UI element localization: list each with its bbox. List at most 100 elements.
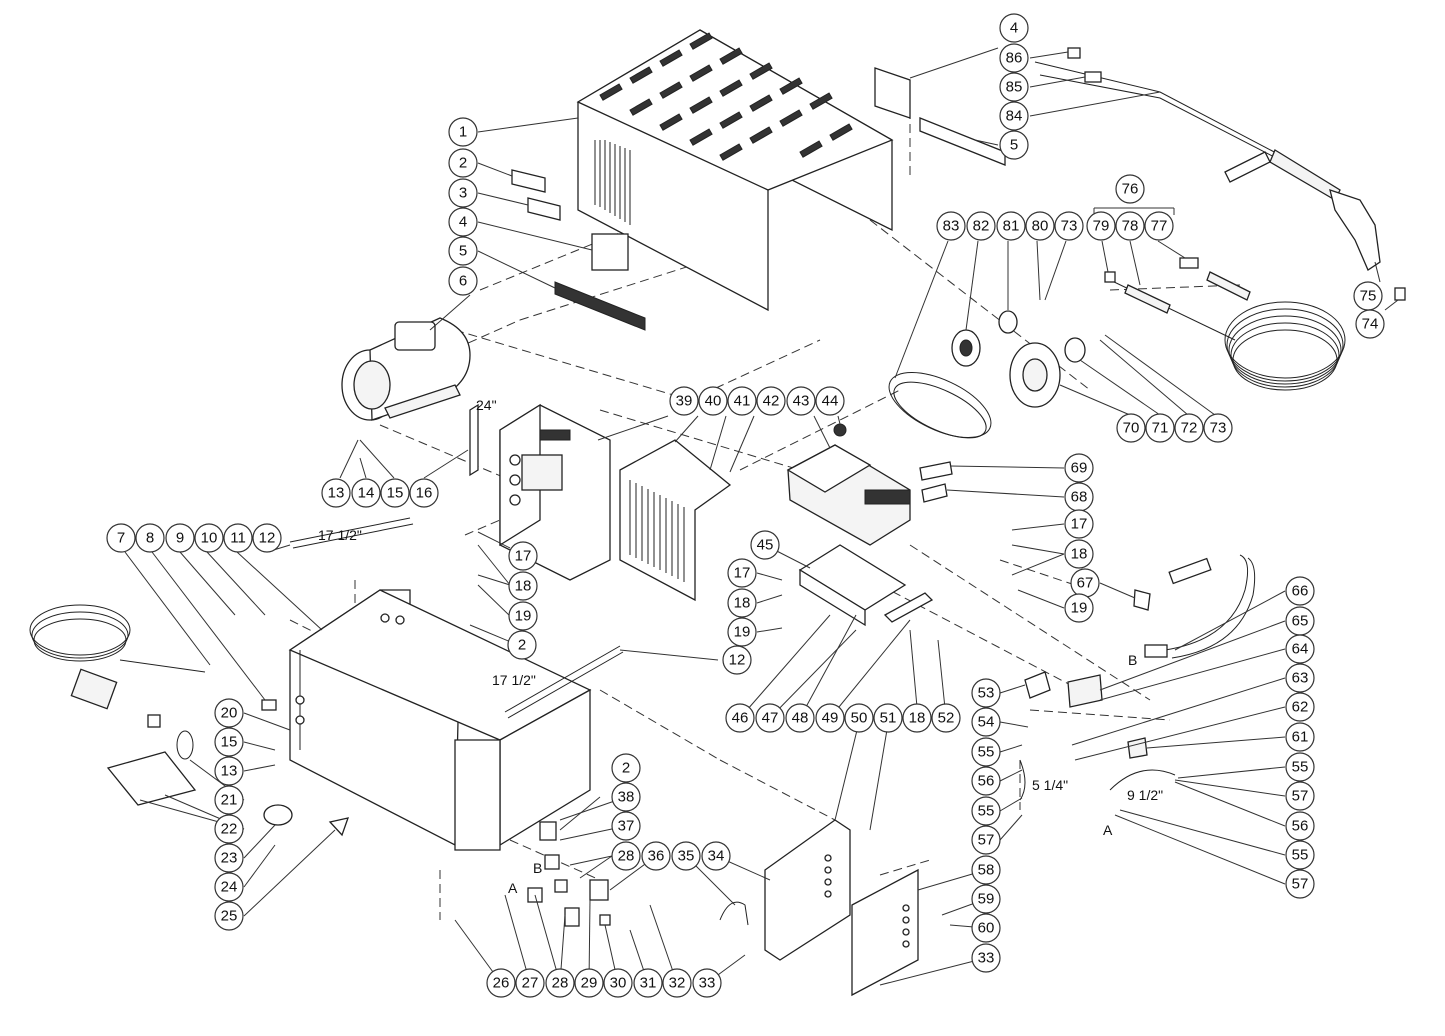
callout-76: 76	[1115, 174, 1145, 204]
letter-b-frame: B	[533, 860, 542, 876]
svg-text:33: 33	[699, 975, 716, 992]
callout-4: 4	[999, 13, 1029, 43]
svg-text:48: 48	[792, 710, 809, 727]
svg-text:19: 19	[1071, 600, 1088, 617]
callout-19: 19	[508, 601, 538, 631]
callout-18: 18	[1064, 539, 1094, 569]
svg-text:17: 17	[734, 565, 751, 582]
leader-lines	[124, 47, 1399, 986]
svg-text:28: 28	[552, 975, 569, 992]
callout-22: 22	[214, 814, 244, 844]
svg-text:52: 52	[938, 710, 955, 727]
svg-text:81: 81	[1003, 218, 1020, 235]
svg-text:9: 9	[176, 530, 184, 547]
power-cord	[29, 604, 277, 806]
motor	[341, 317, 471, 421]
svg-text:3: 3	[459, 185, 467, 202]
svg-text:82: 82	[973, 218, 990, 235]
callout-17: 17	[1064, 509, 1094, 539]
dim-5-25in: 5 1/4"	[1032, 777, 1068, 793]
callout-75: 75	[1353, 281, 1383, 311]
svg-text:29: 29	[581, 975, 598, 992]
callout-54: 54	[971, 707, 1001, 737]
svg-text:20: 20	[221, 705, 238, 722]
callout-56: 56	[971, 766, 1001, 796]
svg-text:67: 67	[1077, 575, 1094, 592]
svg-text:53: 53	[978, 685, 995, 702]
svg-text:7: 7	[117, 530, 125, 547]
svg-text:80: 80	[1032, 218, 1049, 235]
callout-52: 52	[931, 703, 961, 733]
svg-text:31: 31	[640, 975, 657, 992]
unloader-and-hoses	[1019, 554, 1256, 801]
svg-text:17: 17	[1071, 516, 1088, 533]
svg-text:57: 57	[978, 832, 995, 849]
svg-text:16: 16	[416, 485, 433, 502]
callout-10: 10	[194, 523, 224, 553]
control-cover	[619, 439, 732, 602]
callout-41: 41	[727, 386, 757, 416]
svg-text:86: 86	[1006, 50, 1023, 67]
svg-text:57: 57	[1292, 788, 1309, 805]
svg-text:30: 30	[610, 975, 627, 992]
callout-20: 20	[214, 698, 244, 728]
callout-63: 63	[1285, 663, 1315, 693]
callout-16: 16	[409, 478, 439, 508]
callout-48: 48	[785, 703, 815, 733]
callout-38: 38	[611, 782, 641, 812]
svg-text:15: 15	[387, 485, 404, 502]
svg-text:74: 74	[1362, 316, 1379, 333]
letter-b-hose: B	[1128, 652, 1137, 668]
svg-text:41: 41	[734, 393, 751, 410]
svg-text:47: 47	[762, 710, 779, 727]
callout-5: 5	[999, 130, 1029, 160]
callout-18: 18	[727, 588, 757, 618]
svg-text:75: 75	[1360, 288, 1377, 305]
letter-a-hose: A	[1103, 822, 1113, 838]
dim-9-5in: 9 1/2"	[1127, 787, 1163, 803]
svg-text:2: 2	[622, 760, 630, 777]
callout-28: 28	[545, 968, 575, 998]
callout-35: 35	[671, 841, 701, 871]
svg-text:19: 19	[515, 608, 532, 625]
callout-70: 70	[1116, 413, 1146, 443]
callout-2: 2	[611, 753, 641, 783]
callout-74: 74	[1355, 309, 1385, 339]
svg-text:50: 50	[851, 710, 868, 727]
svg-text:21: 21	[221, 792, 238, 809]
dimension-labels: 24" 17 1/2" 17 1/2" 5 1/4" 9 1/2"	[318, 397, 1163, 803]
callout-57: 57	[1285, 781, 1315, 811]
callout-79: 79	[1086, 211, 1116, 241]
control-box	[469, 403, 611, 581]
svg-text:60: 60	[978, 920, 995, 937]
callout-72: 72	[1174, 413, 1204, 443]
pump-mount-plate	[798, 544, 934, 627]
svg-text:2: 2	[518, 637, 526, 654]
svg-text:62: 62	[1292, 699, 1309, 716]
callout-15: 15	[214, 727, 244, 757]
svg-text:13: 13	[328, 485, 345, 502]
callout-39: 39	[669, 386, 699, 416]
callout-84: 84	[999, 101, 1029, 131]
svg-text:83: 83	[943, 218, 960, 235]
svg-text:27: 27	[522, 975, 539, 992]
svg-text:44: 44	[822, 393, 839, 410]
svg-text:4: 4	[459, 214, 467, 231]
labels-2-3-4-5	[511, 67, 1006, 331]
callout-26: 26	[486, 968, 516, 998]
callout-25: 25	[214, 901, 244, 931]
callout-55: 55	[971, 737, 1001, 767]
svg-text:5: 5	[1010, 137, 1018, 154]
callout-49: 49	[815, 703, 845, 733]
callout-19: 19	[727, 617, 757, 647]
callout-19: 19	[1064, 593, 1094, 623]
svg-text:39: 39	[676, 393, 693, 410]
svg-text:64: 64	[1292, 641, 1309, 658]
svg-text:36: 36	[648, 848, 665, 865]
frame-base	[288, 517, 624, 851]
callout-13: 13	[214, 756, 244, 786]
callout-17: 17	[727, 558, 757, 588]
svg-text:55: 55	[978, 744, 995, 761]
callout-31: 31	[633, 968, 663, 998]
callout-56: 56	[1285, 811, 1315, 841]
